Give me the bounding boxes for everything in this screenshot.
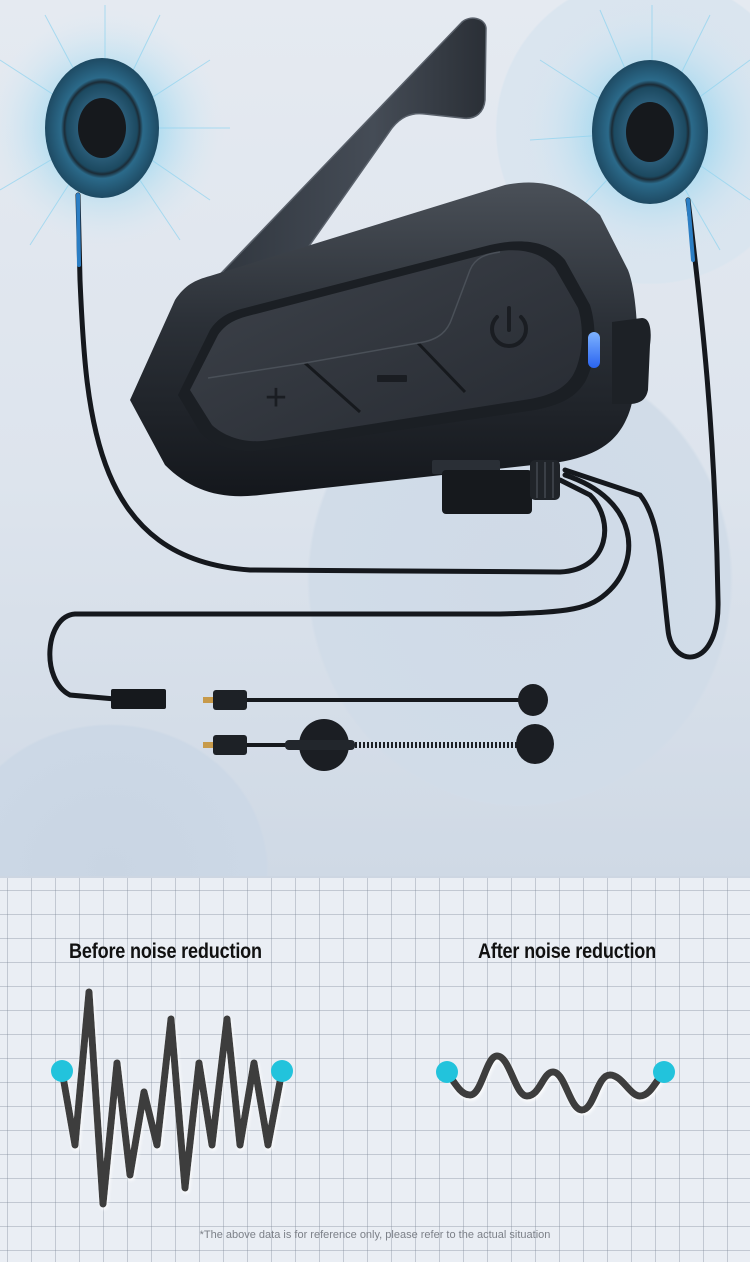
before-start-dot — [51, 1060, 73, 1082]
right-speaker — [592, 60, 708, 204]
cables — [47, 192, 721, 702]
after-end-dot — [653, 1061, 675, 1083]
boom-microphone — [203, 719, 554, 771]
product-illustration: + — [0, 5, 750, 771]
side-mount — [612, 318, 651, 404]
before-end-dot — [271, 1060, 293, 1082]
before-waveform — [51, 988, 293, 1208]
product-hero-image: + — [0, 0, 750, 876]
volume-down-button[interactable] — [377, 375, 407, 382]
noise-reduction-comparison: Before noise reduction After noise reduc… — [0, 876, 750, 1262]
minus-icon — [377, 375, 407, 382]
power-button[interactable] — [490, 306, 528, 349]
cable-end-connector — [111, 689, 166, 709]
volume-up-button[interactable]: + — [265, 377, 287, 419]
intercom-device — [130, 182, 638, 497]
after-waveform — [436, 1052, 675, 1114]
left-speaker — [45, 58, 159, 198]
status-led — [588, 332, 600, 368]
after-start-dot — [436, 1061, 458, 1083]
waveforms — [51, 988, 675, 1208]
plus-icon: + — [265, 377, 287, 419]
after-noise-reduction-title: After noise reduction — [478, 940, 657, 963]
clip-arm — [203, 17, 487, 332]
bottom-cable-plug — [432, 460, 560, 514]
power-icon — [490, 306, 528, 349]
wired-microphone — [203, 684, 548, 716]
disclaimer-text: *The above data is for reference only, p… — [199, 1229, 551, 1241]
before-noise-reduction-title: Before noise reduction — [69, 940, 262, 963]
